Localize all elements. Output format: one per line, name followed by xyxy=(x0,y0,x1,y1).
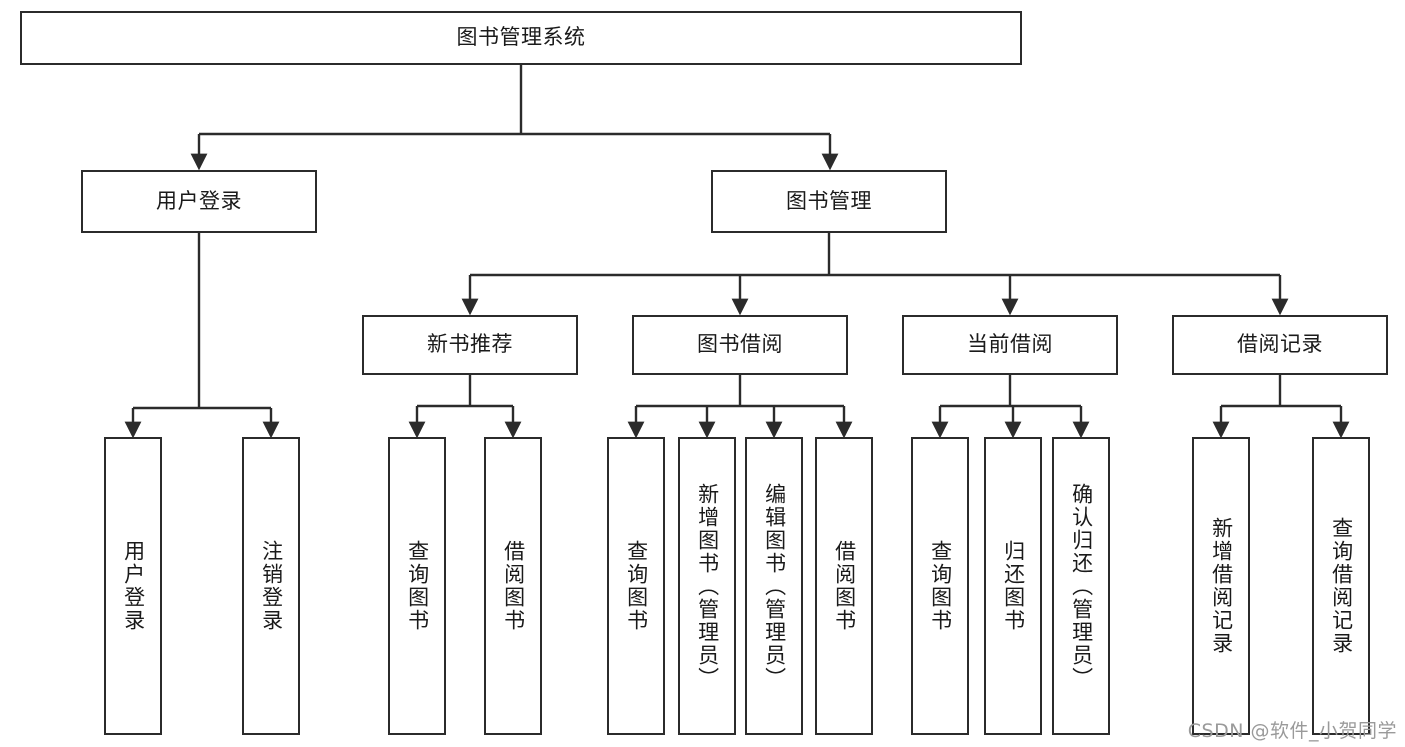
node-leaf-edit-book[interactable]: 编辑图书（管理员） xyxy=(745,437,803,735)
node-label: 确认归还（管理员） xyxy=(1069,482,1094,690)
node-leaf-borrow-book-1[interactable]: 借阅图书 xyxy=(484,437,542,735)
node-borrow-record[interactable]: 借阅记录 xyxy=(1172,315,1388,375)
node-leaf-query-book-3[interactable]: 查询图书 xyxy=(911,437,969,735)
node-label: 新增借阅记录 xyxy=(1209,517,1234,655)
node-label: 查询图书 xyxy=(624,540,649,632)
watermark-text: CSDN @软件_小贺同学 xyxy=(1187,720,1397,742)
node-leaf-add-book[interactable]: 新增图书（管理员） xyxy=(678,437,736,735)
node-current-borrow[interactable]: 当前借阅 xyxy=(902,315,1118,375)
node-label: 借阅图书 xyxy=(501,540,526,632)
node-leaf-add-record[interactable]: 新增借阅记录 xyxy=(1192,437,1250,735)
node-leaf-query-book-1[interactable]: 查询图书 xyxy=(388,437,446,735)
node-label: 新增图书（管理员） xyxy=(695,482,720,690)
node-label: 借阅图书 xyxy=(832,540,857,632)
node-book-borrow[interactable]: 图书借阅 xyxy=(632,315,848,375)
node-leaf-user-login[interactable]: 用户登录 xyxy=(104,437,162,735)
node-leaf-borrow-book-2[interactable]: 借阅图书 xyxy=(815,437,873,735)
node-label: 查询图书 xyxy=(405,540,430,632)
node-new-book-recommend[interactable]: 新书推荐 xyxy=(362,315,578,375)
node-leaf-logout-login[interactable]: 注销登录 xyxy=(242,437,300,735)
node-user-login[interactable]: 用户登录 xyxy=(81,170,317,233)
node-label: 注销登录 xyxy=(259,540,284,632)
node-label: 编辑图书（管理员） xyxy=(762,482,787,690)
node-leaf-query-book-2[interactable]: 查询图书 xyxy=(607,437,665,735)
node-label: 归还图书 xyxy=(1001,540,1026,632)
node-leaf-query-record[interactable]: 查询借阅记录 xyxy=(1312,437,1370,735)
node-label: 用户登录 xyxy=(121,540,146,632)
node-leaf-return-book[interactable]: 归还图书 xyxy=(984,437,1042,735)
node-label: 查询图书 xyxy=(928,540,953,632)
node-root-system[interactable]: 图书管理系统 xyxy=(20,11,1022,65)
node-label: 查询借阅记录 xyxy=(1329,517,1354,655)
node-leaf-confirm-return[interactable]: 确认归还（管理员） xyxy=(1052,437,1110,735)
node-book-manage[interactable]: 图书管理 xyxy=(711,170,947,233)
